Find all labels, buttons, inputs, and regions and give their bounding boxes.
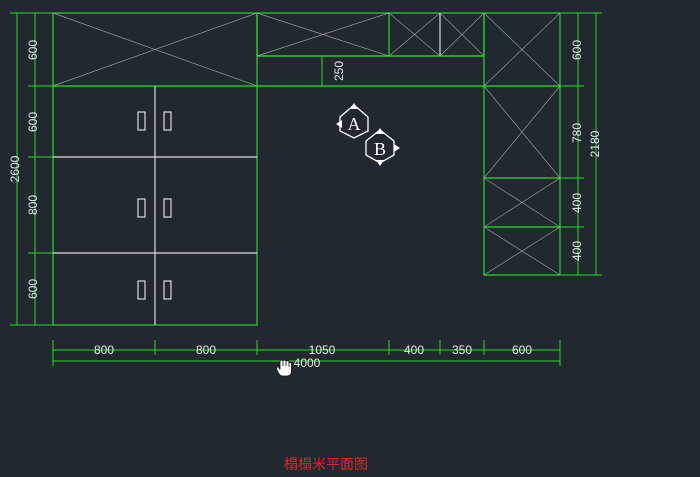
- top-middle-cabinets: [256, 12, 485, 87]
- top-middle-cross-d: [388, 12, 441, 57]
- hand-cursor-icon: [275, 359, 292, 377]
- right-cabinet-outline: [483, 12, 561, 276]
- right-dim-400-bottom: 400: [570, 241, 584, 261]
- bottom-dim-total: 4000: [294, 356, 321, 370]
- left-cabinet: [52, 12, 258, 326]
- right-dim-400-top: 400: [570, 193, 584, 213]
- right-cross: [483, 85, 561, 179]
- top-middle-outline: [256, 12, 485, 57]
- left-dim-600-bottom: 600: [26, 279, 40, 299]
- drawing-caption: 榻榻米平面图: [284, 456, 368, 472]
- left-dim-800: 800: [26, 195, 40, 215]
- right-dim-780: 780: [570, 123, 584, 143]
- right-cross: [483, 177, 561, 228]
- door-handle: [163, 280, 172, 300]
- right-cross: [483, 226, 561, 276]
- top-middle-cross-b: [256, 12, 390, 57]
- bottom-dim-400: 400: [404, 343, 424, 357]
- bottom-dim-350: 350: [452, 343, 472, 357]
- top-storage-cross-b: [52, 12, 258, 87]
- door-handle: [137, 198, 146, 218]
- section-marker-b[interactable]: B: [365, 128, 400, 166]
- right-dim-600: 600: [570, 40, 584, 60]
- left-dim-total: 2600: [8, 155, 22, 182]
- top-middle-cross-f: [439, 12, 485, 57]
- bottom-dim-800-b: 800: [196, 343, 216, 357]
- left-dimension-chain: [10, 12, 53, 326]
- door-handle: [137, 280, 146, 300]
- marker-b-label: B: [374, 139, 386, 159]
- section-marker-a[interactable]: A: [336, 103, 369, 139]
- right-dimension-chain: [560, 12, 602, 276]
- bottom-dim-600: 600: [512, 343, 532, 357]
- left-dim-600-top: 600: [26, 40, 40, 60]
- bottom-dimension-chain: [52, 340, 561, 366]
- door-handle: [163, 111, 172, 131]
- door-handle: [163, 198, 172, 218]
- bottom-dim-800-a: 800: [94, 343, 114, 357]
- right-dim-total: 2180: [588, 130, 602, 157]
- right-cross: [483, 12, 561, 87]
- right-cabinet: [483, 12, 561, 276]
- gap-dim-label: 250: [332, 61, 346, 81]
- bottom-dim-1050: 1050: [309, 343, 336, 357]
- door-handle: [137, 111, 146, 131]
- left-dim-600-middle: 600: [26, 112, 40, 132]
- marker-a-label: A: [348, 114, 361, 134]
